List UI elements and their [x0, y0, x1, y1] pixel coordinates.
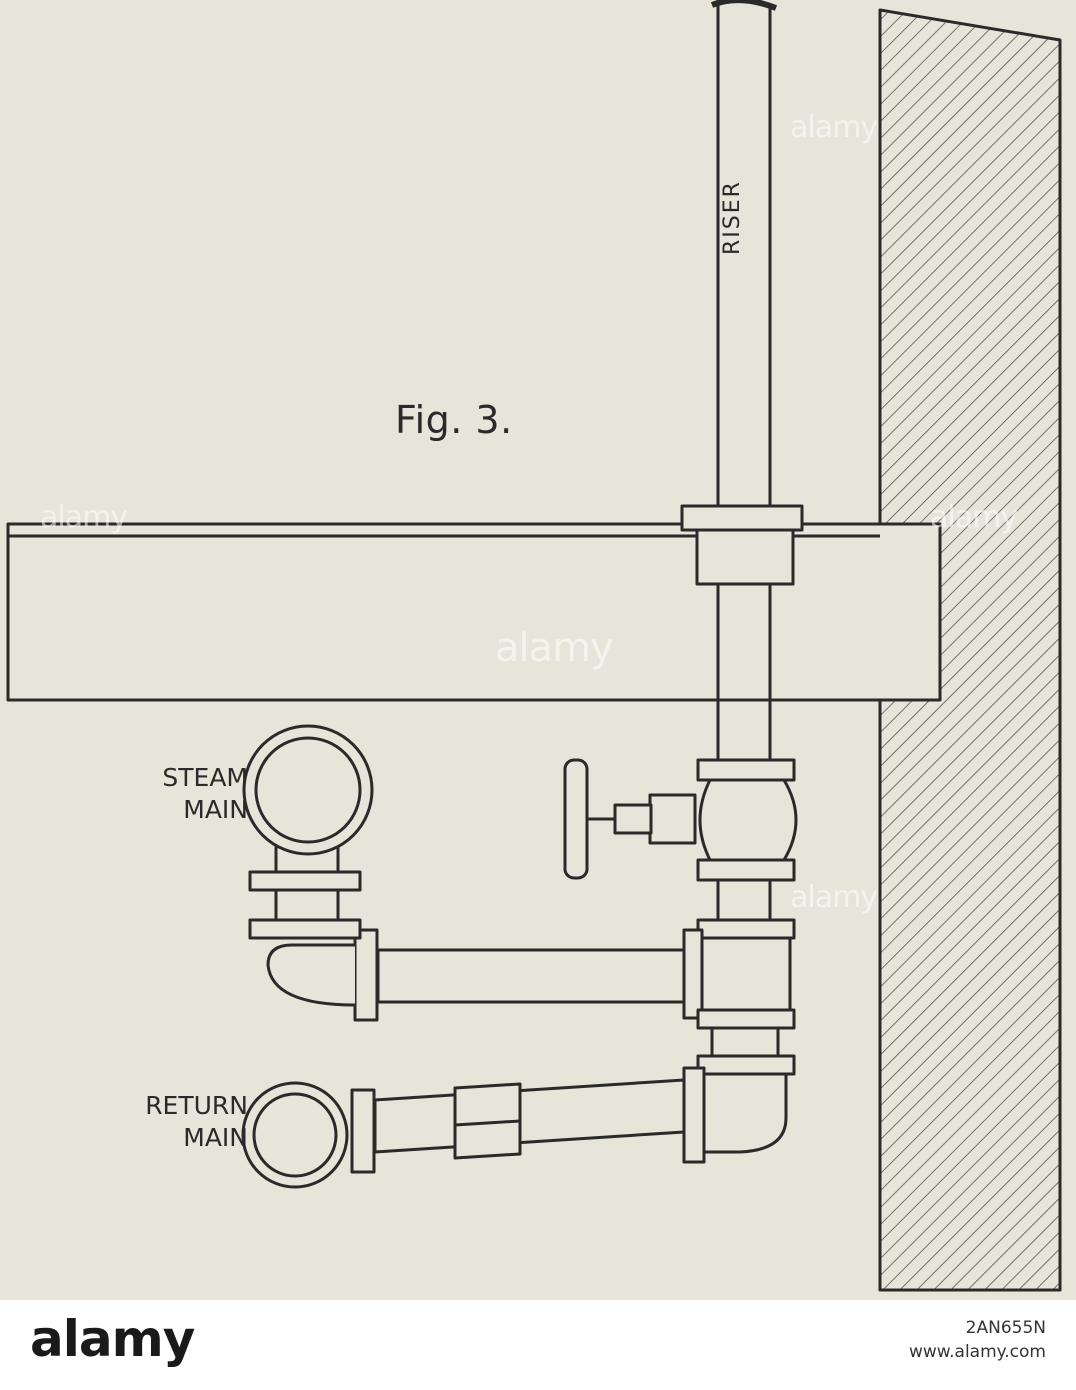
valve-handwheel — [563, 758, 589, 880]
image-id: 2AN655N — [965, 1318, 1046, 1338]
return-main-label-line2: MAIN — [183, 1123, 248, 1152]
valve-bonnet — [648, 793, 697, 845]
site-url[interactable]: www.alamy.com — [908, 1342, 1046, 1362]
return-elbow — [702, 1072, 788, 1154]
steam-main — [242, 724, 374, 856]
steam-main-label-line2: MAIN — [183, 795, 248, 824]
watermark: alamy — [790, 110, 878, 145]
watermark: alamy — [790, 880, 878, 915]
steam-main-label: STEAM MAIN — [88, 762, 248, 826]
stock-footer: alamy 2AN655N www.alamy.com — [0, 1300, 1076, 1390]
tee-fitting — [698, 936, 792, 1012]
watermark: alamy — [495, 625, 614, 671]
footer-meta: 2AN655N www.alamy.com — [909, 1316, 1046, 1364]
return-main — [241, 1081, 349, 1189]
wall — [878, 8, 1062, 1292]
valve-upper-flange — [696, 758, 796, 782]
return-pipe — [373, 1078, 686, 1154]
watermark: alamy — [40, 500, 128, 535]
diagram-canvas — [6, 0, 1062, 1292]
watermark: alamy — [930, 500, 1018, 535]
return-main-label-line1: RETURN — [145, 1091, 248, 1120]
steam-elbow — [266, 943, 356, 1007]
floor-sleeve — [680, 504, 804, 532]
alamy-logo: alamy — [30, 1310, 195, 1368]
steam-main-label-line1: STEAM — [162, 763, 248, 792]
valve-body — [698, 778, 798, 862]
union-fitting — [453, 1082, 522, 1160]
riser-pipe — [716, 5, 772, 510]
steam-branch-pipe — [376, 948, 686, 1004]
return-main-label: RETURN MAIN — [88, 1090, 248, 1154]
floor-beam — [6, 522, 942, 702]
figure-caption: Fig. 3. — [395, 398, 513, 442]
valve-lower-flange — [696, 858, 796, 882]
riser-label: RISER — [720, 180, 745, 255]
pipe-diagram: Fig. 3. RISER STEAM MAIN RETURN MAIN ala… — [0, 0, 1076, 1300]
